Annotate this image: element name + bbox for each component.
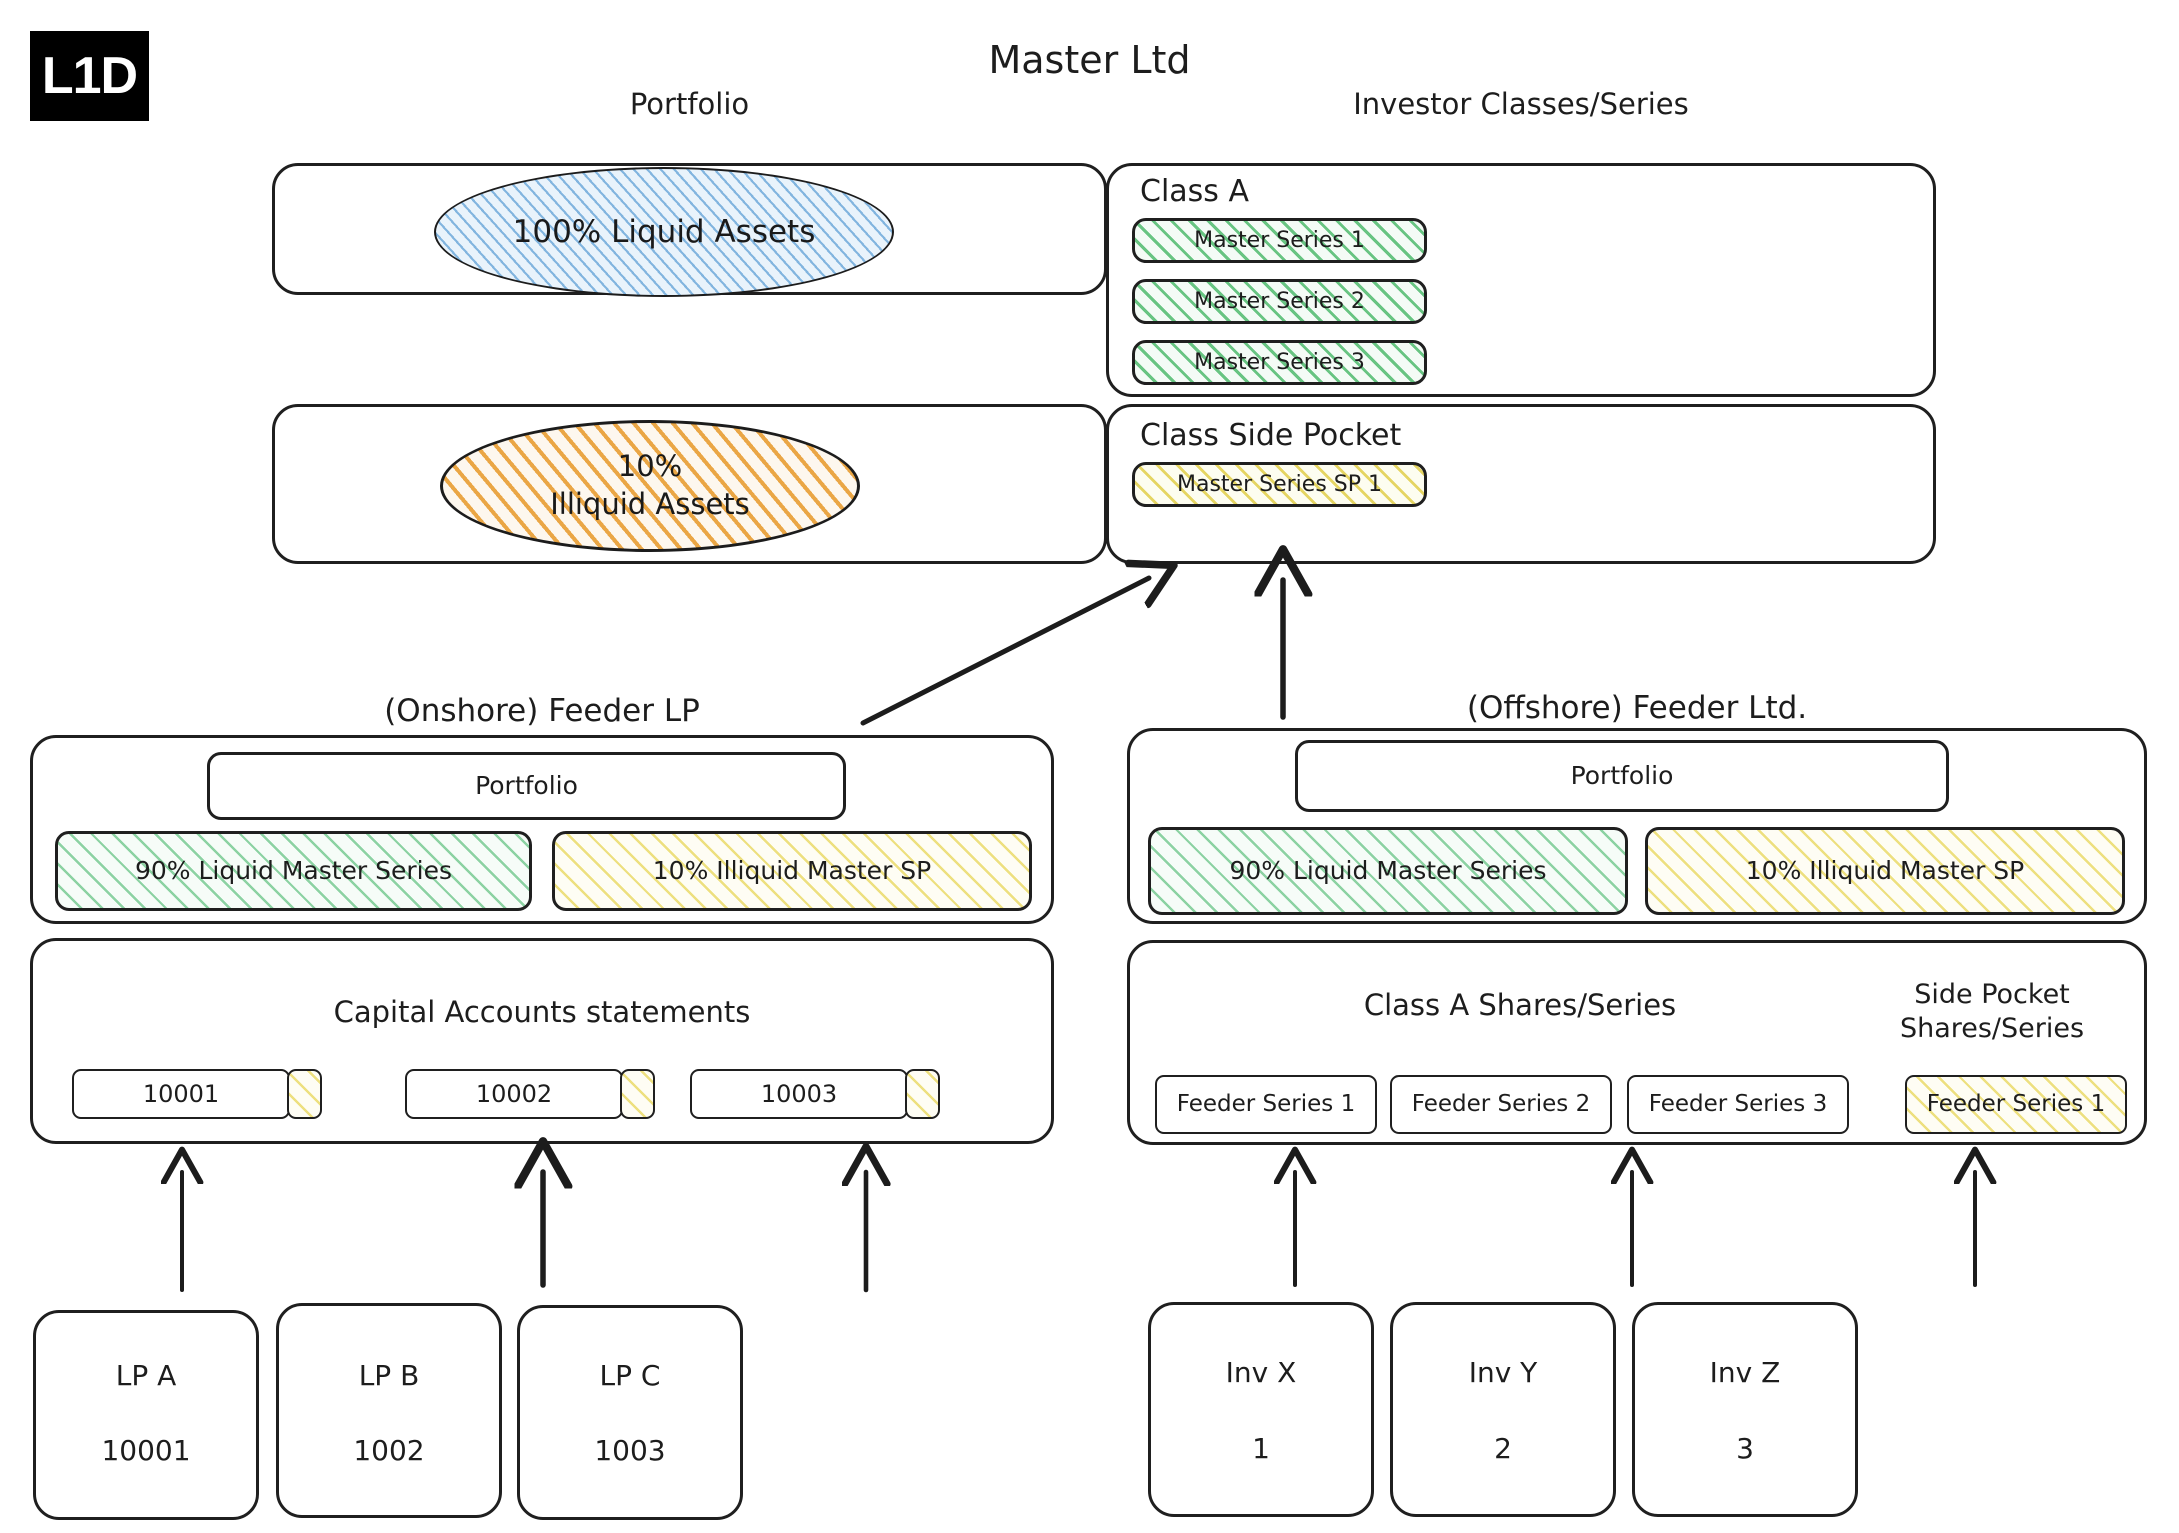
liquid-assets-ellipse: 100% Liquid Assets [434,167,894,297]
onshore-illiquid-label: 10% Illiquid Master SP [652,856,932,886]
investor-inv-z [1632,1302,1858,1517]
offshore-feeder-series-1: Feeder Series 1 [1155,1075,1377,1134]
investor-lp-c-number: 1003 [594,1433,666,1467]
capital-account-10003-sp-tag [905,1069,940,1119]
investor-lp-b-number: 1002 [353,1433,425,1467]
offshore-side-pocket-series-1: Feeder Series 1 [1905,1075,2127,1134]
liquid-assets-label: 100% Liquid Assets [512,213,816,250]
capital-account-10001: 10001 [72,1069,290,1119]
master-portfolio-illiquid-panel [272,404,1107,564]
master-series-1-label: Master Series 1 [1194,227,1365,253]
master-series-3: Master Series 3 [1132,340,1427,385]
capital-account-10003: 10003 [690,1069,908,1119]
capital-account-10002-sp-tag [620,1069,655,1119]
master-investor-heading: Investor Classes/Series [1353,87,1689,121]
offshore-feeder-panel [1127,728,2147,924]
offshore-portfolio-box: Portfolio [1295,740,1949,812]
investor-inv-y-name: Inv Y [1468,1355,1538,1389]
investor-inv-z-number: 3 [1736,1431,1754,1465]
l1d-logo: L1D [30,31,149,121]
investor-lp-c [517,1305,743,1520]
offshore-illiquid-block: 10% Illiquid Master SP [1645,827,2125,915]
offshore-feeder-series-1-label: Feeder Series 1 [1176,1091,1356,1118]
capital-account-10002: 10002 [405,1069,623,1119]
offshore-liquid-label: 90% Liquid Master Series [1229,856,1547,886]
offshore-side-pocket-heading: Side Pocket Shares/Series [1872,970,2112,1054]
illiquid-assets-line1: 10% [617,449,683,484]
investor-inv-x-number: 1 [1252,1431,1270,1465]
offshore-side-pocket-heading-line1: Side Pocket [1914,979,2070,1011]
investor-lp-b [276,1303,502,1518]
onshore-feeder-panel [30,735,1054,924]
investor-inv-x [1148,1302,1374,1517]
illiquid-assets-line2: Illiquid Assets [550,487,750,521]
offshore-portfolio-label: Portfolio [1570,761,1674,791]
offshore-shares-panel [1127,940,2147,1145]
offshore-class-a-heading: Class A Shares/Series [1363,988,1677,1022]
capital-account-10001-sp-tag [287,1069,322,1119]
onshore-portfolio-label: Portfolio [475,771,578,801]
master-class-a-label: Class A [1140,174,1249,209]
master-series-2: Master Series 2 [1132,279,1427,324]
offshore-illiquid-label: 10% Illiquid Master SP [1745,856,2025,886]
investor-lp-a [33,1310,259,1520]
master-portfolio-heading: Portfolio [629,87,750,121]
onshore-liquid-label: 90% Liquid Master Series [134,856,453,886]
offshore-side-pocket-heading-line2: Shares/Series [1899,1013,2085,1044]
capital-accounts-heading: Capital Accounts statements [333,995,751,1029]
logo-text: L1D [41,47,138,105]
capital-account-10003-label: 10003 [760,1080,838,1108]
investor-lp-a-number: 10001 [101,1433,191,1467]
offshore-feeder-series-2-label: Feeder Series 2 [1411,1091,1591,1118]
offshore-feeder-series-2: Feeder Series 2 [1390,1075,1612,1134]
offshore-liquid-block: 90% Liquid Master Series [1148,827,1628,915]
master-series-2-label: Master Series 2 [1194,288,1365,314]
master-series-sp-1: Master Series SP 1 [1132,462,1427,507]
master-class-sp-label: Class Side Pocket [1140,418,1402,453]
investor-inv-x-name: Inv X [1225,1355,1297,1389]
onshore-liquid-block: 90% Liquid Master Series [55,831,532,911]
master-series-3-label: Master Series 3 [1194,349,1365,375]
onshore-title: (Onshore) Feeder LP [384,693,700,729]
illiquid-assets-ellipse: 10% Illiquid Assets [440,420,860,552]
investor-lp-c-name: LP C [599,1358,661,1392]
illiquid-assets-label: 10% Illiquid Assets [550,448,750,523]
onshore-illiquid-block: 10% Illiquid Master SP [552,831,1032,911]
capital-account-10002-label: 10002 [475,1080,553,1108]
investor-inv-z-name: Inv Z [1709,1355,1781,1389]
master-class-a-panel [1106,163,1936,397]
capital-account-10001-label: 10001 [142,1080,220,1108]
investor-inv-y-number: 2 [1494,1431,1512,1465]
investor-inv-y [1390,1302,1616,1517]
master-series-1: Master Series 1 [1132,218,1427,263]
master-class-side-pocket-panel [1106,404,1936,564]
investor-lp-b-name: LP B [358,1358,420,1392]
offshore-feeder-series-3: Feeder Series 3 [1627,1075,1849,1134]
master-title: Master Ltd [988,38,1191,82]
offshore-title: (Offshore) Feeder Ltd. [1466,690,1808,726]
investor-lp-a-name: LP A [115,1358,177,1392]
master-series-sp-1-label: Master Series SP 1 [1177,471,1382,497]
offshore-feeder-series-3-label: Feeder Series 3 [1648,1091,1828,1118]
offshore-side-pocket-series-1-label: Feeder Series 1 [1926,1091,2106,1118]
onshore-portfolio-box: Portfolio [207,752,846,820]
